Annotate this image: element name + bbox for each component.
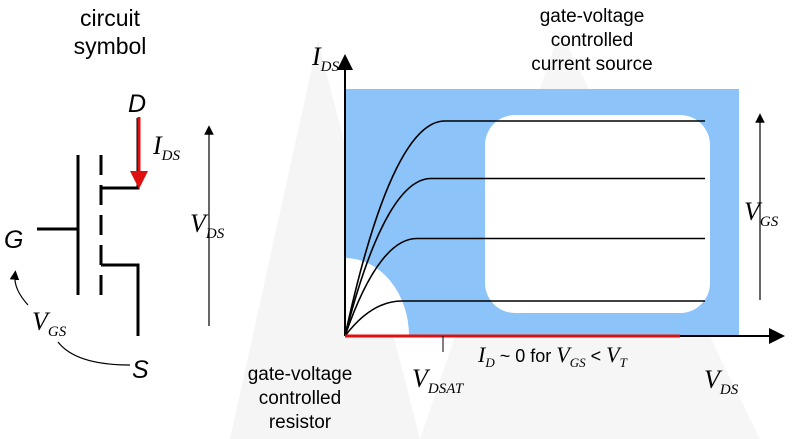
background-triangle <box>230 40 420 439</box>
linear-region <box>345 258 409 336</box>
iv-curve-2 <box>344 237 705 337</box>
iv-curve-4 <box>344 120 705 337</box>
source-lead <box>101 263 140 336</box>
saturation-caption-line3: current source <box>531 54 652 75</box>
saturation-caption-line1: gate-voltage <box>540 6 645 27</box>
circuit-symbol: circuit symbol D G S IDS VDS VGS <box>4 5 225 384</box>
linear-caption-line2: controlled <box>259 388 341 409</box>
iv-curve-1 <box>344 300 705 337</box>
symbol-ids-label: IDS <box>152 131 181 164</box>
drain-lead <box>101 118 140 190</box>
symbol-title-line2: symbol <box>74 33 147 59</box>
vgs-curve <box>57 341 131 366</box>
vgs-increase-label: VGS <box>744 197 779 230</box>
linear-caption-line1: gate-voltage <box>248 364 353 385</box>
symbol-title-line1: circuit <box>80 5 141 31</box>
source-label: S <box>132 356 149 384</box>
drain-label: D <box>128 90 146 118</box>
linear-caption-line3: resistor <box>269 412 332 433</box>
x-axis-label: VDS <box>704 365 739 398</box>
cutoff-annotation: ID ~ 0 for VGS < VT <box>477 342 628 370</box>
gate-label: G <box>4 226 23 254</box>
iv-curve-3 <box>344 177 705 337</box>
saturation-cutout <box>485 115 710 313</box>
vdsat-label: VDSAT <box>412 364 465 397</box>
symbol-vgs-label: VGS <box>32 307 67 340</box>
symbol-vds-label: VDS <box>190 209 225 242</box>
saturation-caption-line2: controlled <box>551 30 633 51</box>
iv-chart: VDSAT IDS VDS VGS ID ~ 0 for VGS < VT ga… <box>248 6 785 433</box>
y-axis-label: IDS <box>311 42 340 75</box>
vgs-curve-arrow <box>9 270 29 306</box>
